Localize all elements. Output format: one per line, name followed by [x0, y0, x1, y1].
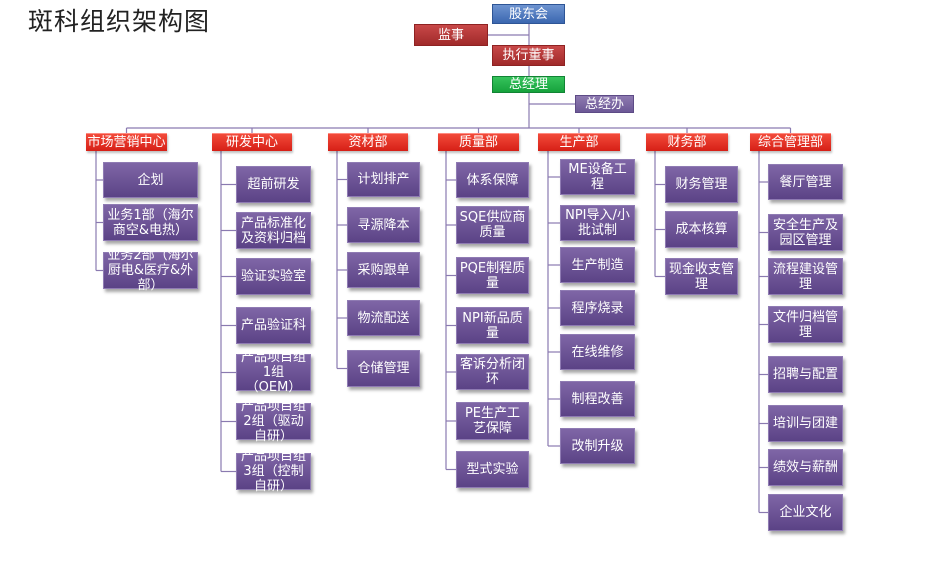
unit-box: 客诉分析闭环 [456, 354, 529, 390]
unit-box: 现金收支管理 [665, 258, 738, 295]
unit-box: ME设备工程 [560, 159, 635, 195]
unit-box: 体系保障 [456, 162, 529, 198]
unit-box: 产品项目组2组（驱动自研） [236, 399, 311, 444]
unit-box: 采购跟单 [347, 252, 420, 288]
unit-box: 生产制造 [560, 247, 635, 283]
unit-box: 餐厅管理 [768, 164, 843, 200]
unit-box: 程序烧录 [560, 290, 635, 326]
unit-box: 计划排产 [347, 162, 420, 197]
unit-box: 成本核算 [665, 211, 738, 248]
unit-box: 流程建设管理 [768, 258, 843, 295]
unit-box: 招聘与配置 [768, 356, 843, 393]
unit-box: 培训与团建 [768, 405, 843, 442]
unit-box: 寻源降本 [347, 207, 420, 243]
unit-box: 企划 [103, 162, 198, 198]
unit-box: 企业文化 [768, 494, 843, 531]
department-header: 质量部 [438, 133, 519, 151]
unit-box: PE生产工艺保障 [456, 402, 529, 440]
unit-box: NPI新品质量 [456, 307, 529, 344]
unit-box: 业务1部（海尔商空&电热） [103, 204, 198, 241]
executive-director-box: 执行董事 [492, 45, 565, 66]
unit-box: 型式实验 [456, 451, 529, 488]
unit-box: 改制升级 [560, 428, 635, 464]
department-header: 资材部 [328, 133, 408, 151]
unit-box: 制程改善 [560, 381, 635, 417]
general-manager-box: 总经理 [492, 76, 565, 93]
supervisor-box: 监事 [414, 24, 488, 46]
unit-box: PQE制程质量 [456, 257, 529, 294]
gm-office-box: 总经办 [575, 95, 634, 113]
unit-box: 业务2部（海尔厨电&医疗&外部） [103, 248, 198, 293]
department-header: 市场营销中心 [86, 133, 167, 151]
department-header: 综合管理部 [750, 133, 831, 151]
unit-box: 验证实验室 [236, 258, 311, 295]
unit-box: 物流配送 [347, 300, 420, 336]
unit-box: NPI导入/小批试制 [560, 205, 635, 241]
department-header: 研发中心 [212, 133, 292, 151]
unit-box: 产品项目组1组（OEM） [236, 350, 311, 395]
unit-box: 文件归档管理 [768, 306, 843, 343]
unit-box: 超前研发 [236, 166, 311, 203]
unit-box: 产品项目组3组（控制自研） [236, 449, 311, 494]
unit-box: 绩效与薪酬 [768, 449, 843, 486]
unit-box: 安全生产及园区管理 [768, 214, 843, 251]
department-header: 财务部 [646, 133, 728, 151]
shareholders-box: 股东会 [492, 4, 565, 24]
unit-box: 产品验证科 [236, 307, 311, 344]
unit-box: 仓储管理 [347, 350, 420, 387]
unit-box: 产品标准化及资料归档 [236, 212, 311, 249]
unit-box: 财务管理 [665, 166, 738, 203]
chart-title: 斑科组织架构图 [28, 7, 211, 36]
unit-box: 在线维修 [560, 334, 635, 370]
department-header: 生产部 [538, 133, 620, 151]
unit-box: SQE供应商质量 [456, 206, 529, 244]
